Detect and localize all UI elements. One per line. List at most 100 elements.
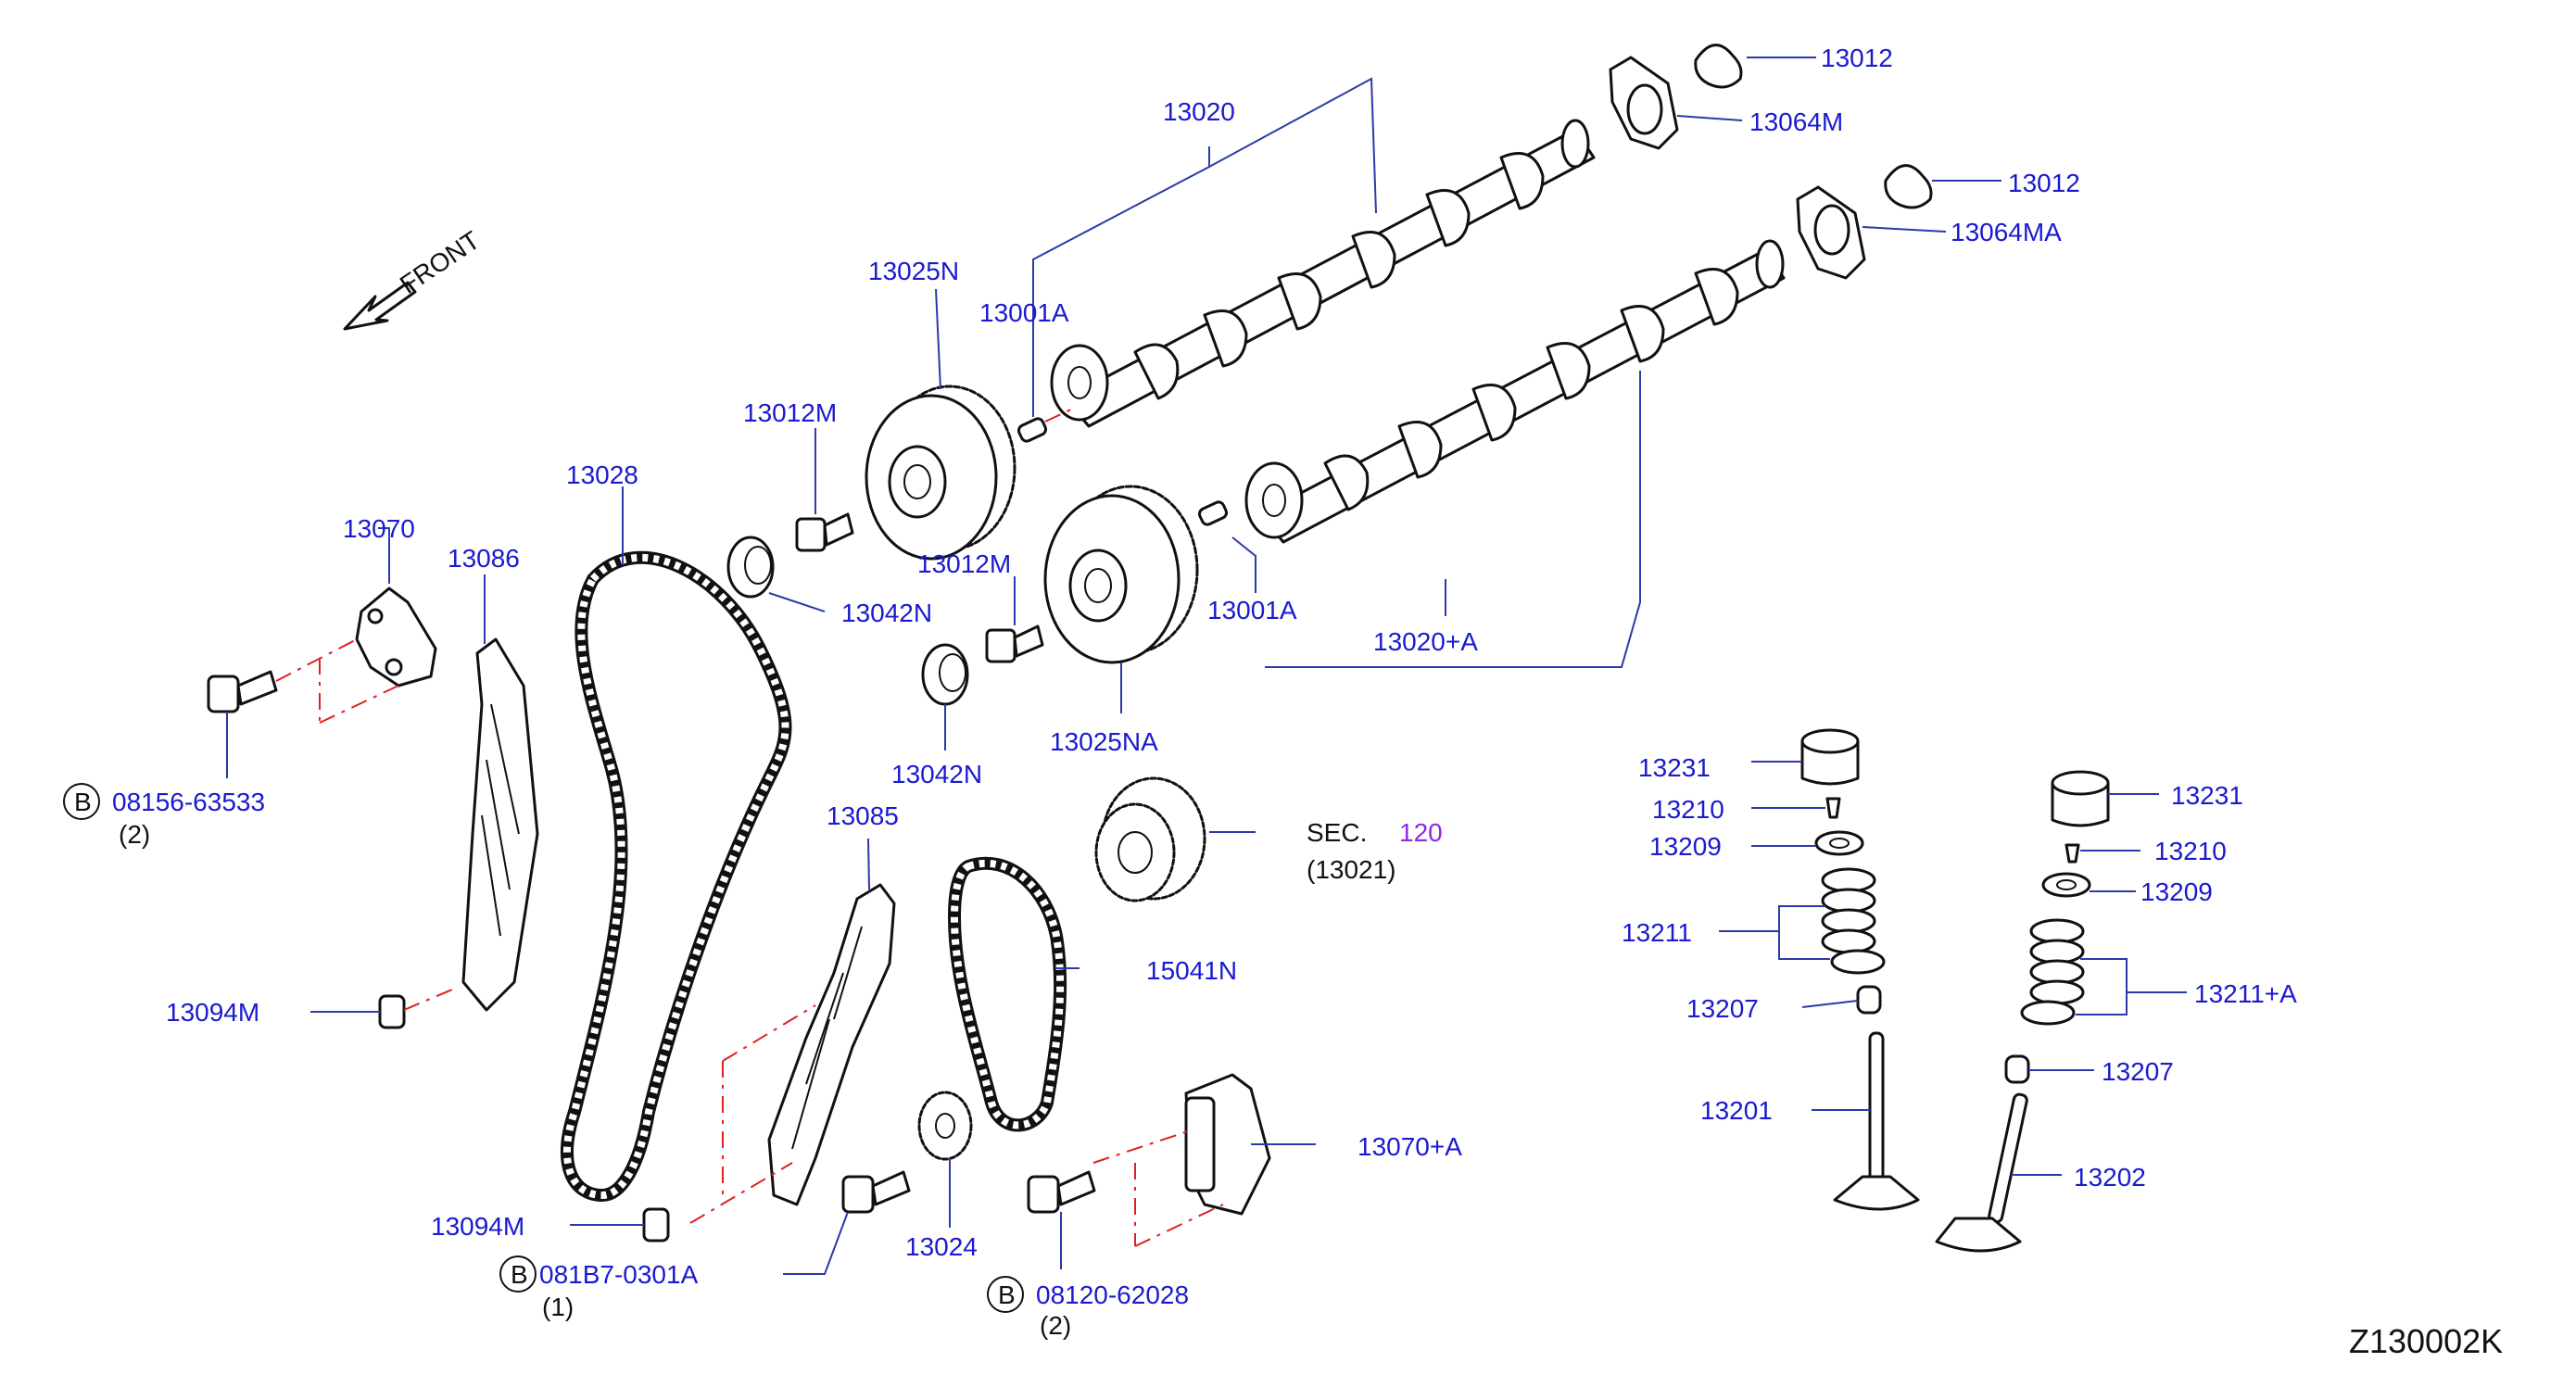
label-08156-63533[interactable]: 08156-63533 [112,788,265,816]
collet-13210-left [1825,797,1841,819]
valve-13202 [1935,1092,2028,1253]
bolt-marker-1: B [63,783,100,820]
guide-13085 [767,883,896,1206]
label-13211[interactable]: 13211 [1622,918,1692,947]
guide-13086 [461,637,539,1012]
tensioner-13070A [1184,1073,1271,1216]
guide-13070A-b [1134,1204,1224,1247]
bolt-13094M-lower [642,1207,670,1243]
svg-text:B: B [74,788,92,816]
label-13210-left[interactable]: 13210 [1652,795,1724,824]
qty-08156-63533: (2) [119,820,150,849]
tensioner-13070 [355,587,437,688]
bolt-13012M-lower [985,624,1044,663]
dowel-pin-13001A-upper [1017,417,1048,443]
label-13210-right[interactable]: 13210 [2154,837,2227,865]
label-13012-lower[interactable]: 13012 [2008,169,2080,197]
label-13020A[interactable]: 13020+A [1373,627,1478,656]
label-13231-left[interactable]: 13231 [1638,753,1711,782]
bolt-13012M-upper [795,512,854,552]
signal-plate-13064M [1609,56,1679,150]
label-15041N[interactable]: 15041N [1146,956,1237,985]
camshaft-13020 [1050,119,1596,428]
chain-15041N [948,856,1067,1132]
gear-sec-120 [1094,776,1206,902]
label-13028[interactable]: 13028 [566,460,638,489]
label-13012M-lower[interactable]: 13012M [917,549,1011,578]
plug-13012-upper [1694,44,1743,89]
sec-number[interactable]: 120 [1399,818,1443,847]
label-13201[interactable]: 13201 [1700,1096,1773,1125]
seal-13042N-lower [921,643,969,706]
label-13025NA[interactable]: 13025NA [1050,727,1158,756]
qty-081B7-0301A: (1) [542,1293,574,1321]
spring-13211-left [1821,867,1886,975]
bolt-08120-62028 [1027,1170,1096,1214]
label-13207-left[interactable]: 13207 [1686,994,1759,1023]
bolt-marker-3: B [987,1276,1024,1313]
sprocket-13025N [865,385,1017,561]
label-13209-left[interactable]: 13209 [1649,832,1722,861]
label-13207-right[interactable]: 13207 [2102,1057,2174,1086]
label-081B7-0301A[interactable]: 081B7-0301A [539,1260,699,1289]
label-13042N-lower[interactable]: 13042N [891,760,982,788]
label-13001A-lower[interactable]: 13001A [1207,596,1297,624]
leader-lines [226,57,2187,1275]
label-13064MA[interactable]: 13064MA [1951,218,2062,246]
seal-13207-left [1856,985,1882,1015]
qty-08120-62028: (2) [1040,1311,1071,1340]
seal-13207-right [2004,1054,2030,1084]
lifter-13231-right [2051,770,2110,827]
spring-13211A-right [2020,918,2085,1026]
bolt-13094M-upper [378,994,406,1029]
retainer-13209-right [2041,872,2091,898]
label-13085[interactable]: 13085 [827,801,899,830]
label-13064M[interactable]: 13064M [1749,107,1843,136]
label-13202[interactable]: 13202 [2074,1163,2146,1192]
label-13070A[interactable]: 13070+A [1357,1132,1462,1161]
label-13012M-upper[interactable]: 13012M [743,398,837,427]
sprocket-13025NA [1043,485,1199,664]
label-13025N[interactable]: 13025N [868,257,959,285]
pin-guide-upper [1044,407,1076,423]
label-13231-right[interactable]: 13231 [2171,781,2243,810]
front-label: FRONT [395,225,485,299]
sec-sub: (13021) [1307,855,1396,884]
label-13070[interactable]: 13070 [343,514,415,543]
plug-13012-lower [1884,164,1933,209]
bolt-marker-2: B [499,1255,537,1293]
guide-13094M-upper [403,986,460,1011]
collet-13210-right [2065,843,2080,864]
guide-13070A-a [1092,1129,1192,1164]
guide-13070-b [319,685,399,724]
camshaft-13020A [1244,239,1786,544]
label-13020[interactable]: 13020 [1163,97,1235,126]
signal-plate-13064MA [1796,185,1866,280]
svg-text:B: B [511,1260,528,1289]
dowel-pin-13001A-lower [1197,500,1229,526]
svg-text:B: B [998,1280,1016,1309]
label-13042N-upper[interactable]: 13042N [841,599,932,627]
front-arrow-icon [343,281,417,331]
label-13086[interactable]: 13086 [448,544,520,573]
label-13001A-upper[interactable]: 13001A [979,298,1069,327]
bolt-08156-63533 [207,670,278,713]
label-13024[interactable]: 13024 [905,1232,978,1261]
seal-13042N-upper [726,536,775,599]
valve-13201 [1833,1031,1920,1211]
sec-text: SEC. [1307,818,1367,847]
diagram-code: Z130002K [2349,1322,2503,1360]
retainer-13209-left [1814,830,1864,856]
lifter-13231-left [1800,728,1860,786]
bolt-081B7-0301A [841,1170,911,1214]
label-08120-62028[interactable]: 08120-62028 [1036,1280,1189,1309]
label-13094M-lower[interactable]: 13094M [431,1212,524,1241]
label-13211A[interactable]: 13211+A [2194,979,2297,1008]
guide-13070-a [275,638,358,682]
label-13012-upper[interactable]: 13012 [1821,44,1893,72]
label-13094M-upper[interactable]: 13094M [166,998,259,1027]
label-13209-right[interactable]: 13209 [2140,877,2213,906]
timing-chain-13028 [561,550,792,1202]
gear-13024 [917,1091,973,1161]
